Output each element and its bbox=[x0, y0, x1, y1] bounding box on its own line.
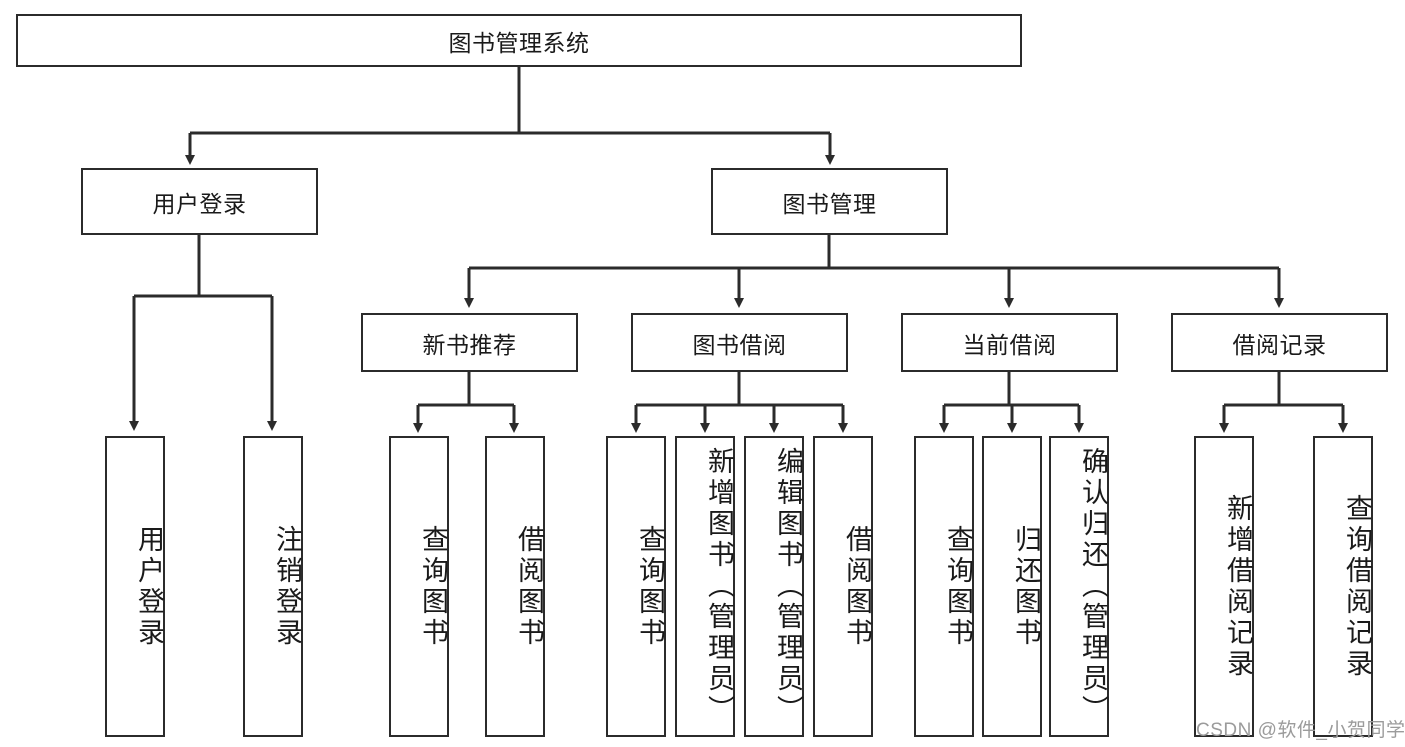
node-label: 新增图书（管理员） bbox=[704, 447, 734, 726]
node-current-borrow[interactable]: 当前借阅 bbox=[901, 313, 1118, 372]
node-borrow-record[interactable]: 借阅记录 bbox=[1171, 313, 1388, 372]
node-new-book-recommend[interactable]: 新书推荐 bbox=[361, 313, 578, 372]
leaf-query-book-current[interactable]: 查询图书 bbox=[914, 436, 974, 737]
node-label: 用户登录 bbox=[134, 524, 164, 649]
leaf-query-book-recommend[interactable]: 查询图书 bbox=[389, 436, 449, 737]
leaf-return-book[interactable]: 归还图书 bbox=[982, 436, 1042, 737]
node-label: 归还图书 bbox=[1011, 524, 1041, 649]
node-label: 新增借阅记录 bbox=[1223, 493, 1253, 680]
node-label: 查询图书 bbox=[418, 524, 448, 649]
node-label: 注销登录 bbox=[272, 524, 302, 649]
node-label: 编辑图书（管理员） bbox=[773, 447, 803, 726]
leaf-borrow-book-recommend[interactable]: 借阅图书 bbox=[485, 436, 545, 737]
leaf-logout[interactable]: 注销登录 bbox=[243, 436, 303, 737]
node-label: 借阅图书 bbox=[514, 524, 544, 649]
node-user-login[interactable]: 用户登录 bbox=[81, 168, 318, 235]
node-label: 借阅图书 bbox=[842, 524, 872, 649]
node-label: 借阅记录 bbox=[1232, 331, 1327, 358]
node-label: 新书推荐 bbox=[422, 331, 517, 358]
node-label: 查询图书 bbox=[943, 524, 973, 649]
leaf-query-borrow-record[interactable]: 查询借阅记录 bbox=[1313, 436, 1373, 737]
node-label: 查询借阅记录 bbox=[1342, 493, 1372, 680]
leaf-add-borrow-record[interactable]: 新增借阅记录 bbox=[1194, 436, 1254, 737]
node-root-library-management-system[interactable]: 图书管理系统 bbox=[16, 14, 1022, 67]
leaf-add-book-admin[interactable]: 新增图书（管理员） bbox=[675, 436, 735, 737]
leaf-borrow-book[interactable]: 借阅图书 bbox=[813, 436, 873, 737]
watermark-text: CSDN @软件_小贺同学 bbox=[1196, 720, 1405, 741]
node-label: 确认归还（管理员） bbox=[1078, 447, 1108, 726]
leaf-confirm-return-admin[interactable]: 确认归还（管理员） bbox=[1049, 436, 1109, 737]
leaf-query-book-borrow[interactable]: 查询图书 bbox=[606, 436, 666, 737]
node-label: 图书管理系统 bbox=[448, 29, 590, 56]
node-book-management[interactable]: 图书管理 bbox=[711, 168, 948, 235]
node-label: 用户登录 bbox=[152, 190, 247, 217]
leaf-user-login[interactable]: 用户登录 bbox=[105, 436, 165, 737]
node-book-borrow[interactable]: 图书借阅 bbox=[631, 313, 848, 372]
node-label: 查询图书 bbox=[635, 524, 665, 649]
node-label: 图书管理 bbox=[782, 190, 877, 217]
node-label: 当前借阅 bbox=[962, 331, 1057, 358]
node-label: 图书借阅 bbox=[692, 331, 787, 358]
leaf-edit-book-admin[interactable]: 编辑图书（管理员） bbox=[744, 436, 804, 737]
